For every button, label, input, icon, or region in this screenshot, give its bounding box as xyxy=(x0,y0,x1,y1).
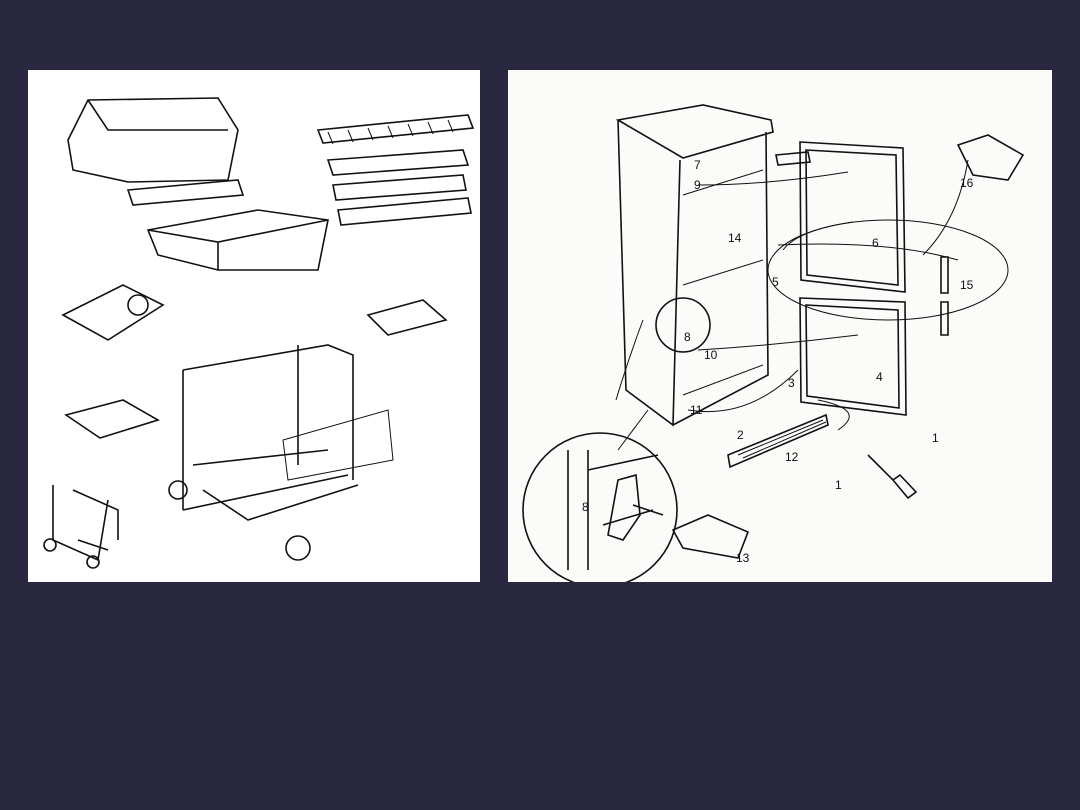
kick-plate-grille xyxy=(727,413,829,469)
fridge-drawing: 7 9 14 6 5 15 16 8 10 4 3 11 2 12 1 1 8 … xyxy=(522,104,1025,582)
label-15: 15 xyxy=(960,278,974,292)
hinge-bracket xyxy=(607,473,641,541)
label-8: 8 xyxy=(684,330,691,344)
label-1-upper: 1 xyxy=(932,431,939,445)
detail-inset-circle xyxy=(522,432,678,582)
label-12: 12 xyxy=(785,450,799,464)
cart-frame xyxy=(182,344,359,521)
label-14: 14 xyxy=(728,231,742,245)
wheel xyxy=(285,535,311,561)
refrigerator-door-reversal-diagram: 7 9 14 6 5 15 16 8 10 4 3 11 2 12 1 1 8 … xyxy=(508,70,1052,582)
label-11: 11 xyxy=(690,403,703,417)
firebox xyxy=(146,209,329,271)
door-handle xyxy=(940,256,949,336)
detail-circle-small xyxy=(655,297,711,353)
label-4: 4 xyxy=(876,370,883,384)
folded-cart xyxy=(52,485,119,562)
label-16: 16 xyxy=(960,176,974,190)
upper-door xyxy=(799,141,906,293)
cooking-grates xyxy=(316,114,475,226)
label-6: 6 xyxy=(872,236,879,250)
top-hinge xyxy=(775,151,811,166)
grill-lid xyxy=(67,97,239,183)
label-3: 3 xyxy=(788,376,795,390)
hinge-screw xyxy=(632,504,664,516)
label-9: 9 xyxy=(694,178,701,192)
label-1-lower: 1 xyxy=(835,478,842,492)
label-5: 5 xyxy=(772,275,779,289)
side-shelf-right xyxy=(366,299,448,336)
label-2: 2 xyxy=(737,428,744,442)
burner xyxy=(126,179,245,206)
part-labels: 7 9 14 6 5 15 16 8 10 4 3 11 2 12 1 1 8 … xyxy=(582,158,974,565)
screwdriver xyxy=(867,454,918,500)
lower-door xyxy=(799,297,907,416)
grill-exploded-diagram xyxy=(28,70,480,582)
side-shelf-left xyxy=(64,399,160,439)
label-10: 10 xyxy=(704,348,718,362)
label-8-inset: 8 xyxy=(582,500,589,514)
side-burner xyxy=(61,284,165,341)
fridge-cabinet xyxy=(615,104,774,427)
label-13: 13 xyxy=(736,551,750,565)
grill-drawing xyxy=(43,97,475,569)
parts-bag-16 xyxy=(956,134,1025,181)
label-7: 7 xyxy=(694,158,701,172)
parts-bag-13 xyxy=(671,514,750,559)
